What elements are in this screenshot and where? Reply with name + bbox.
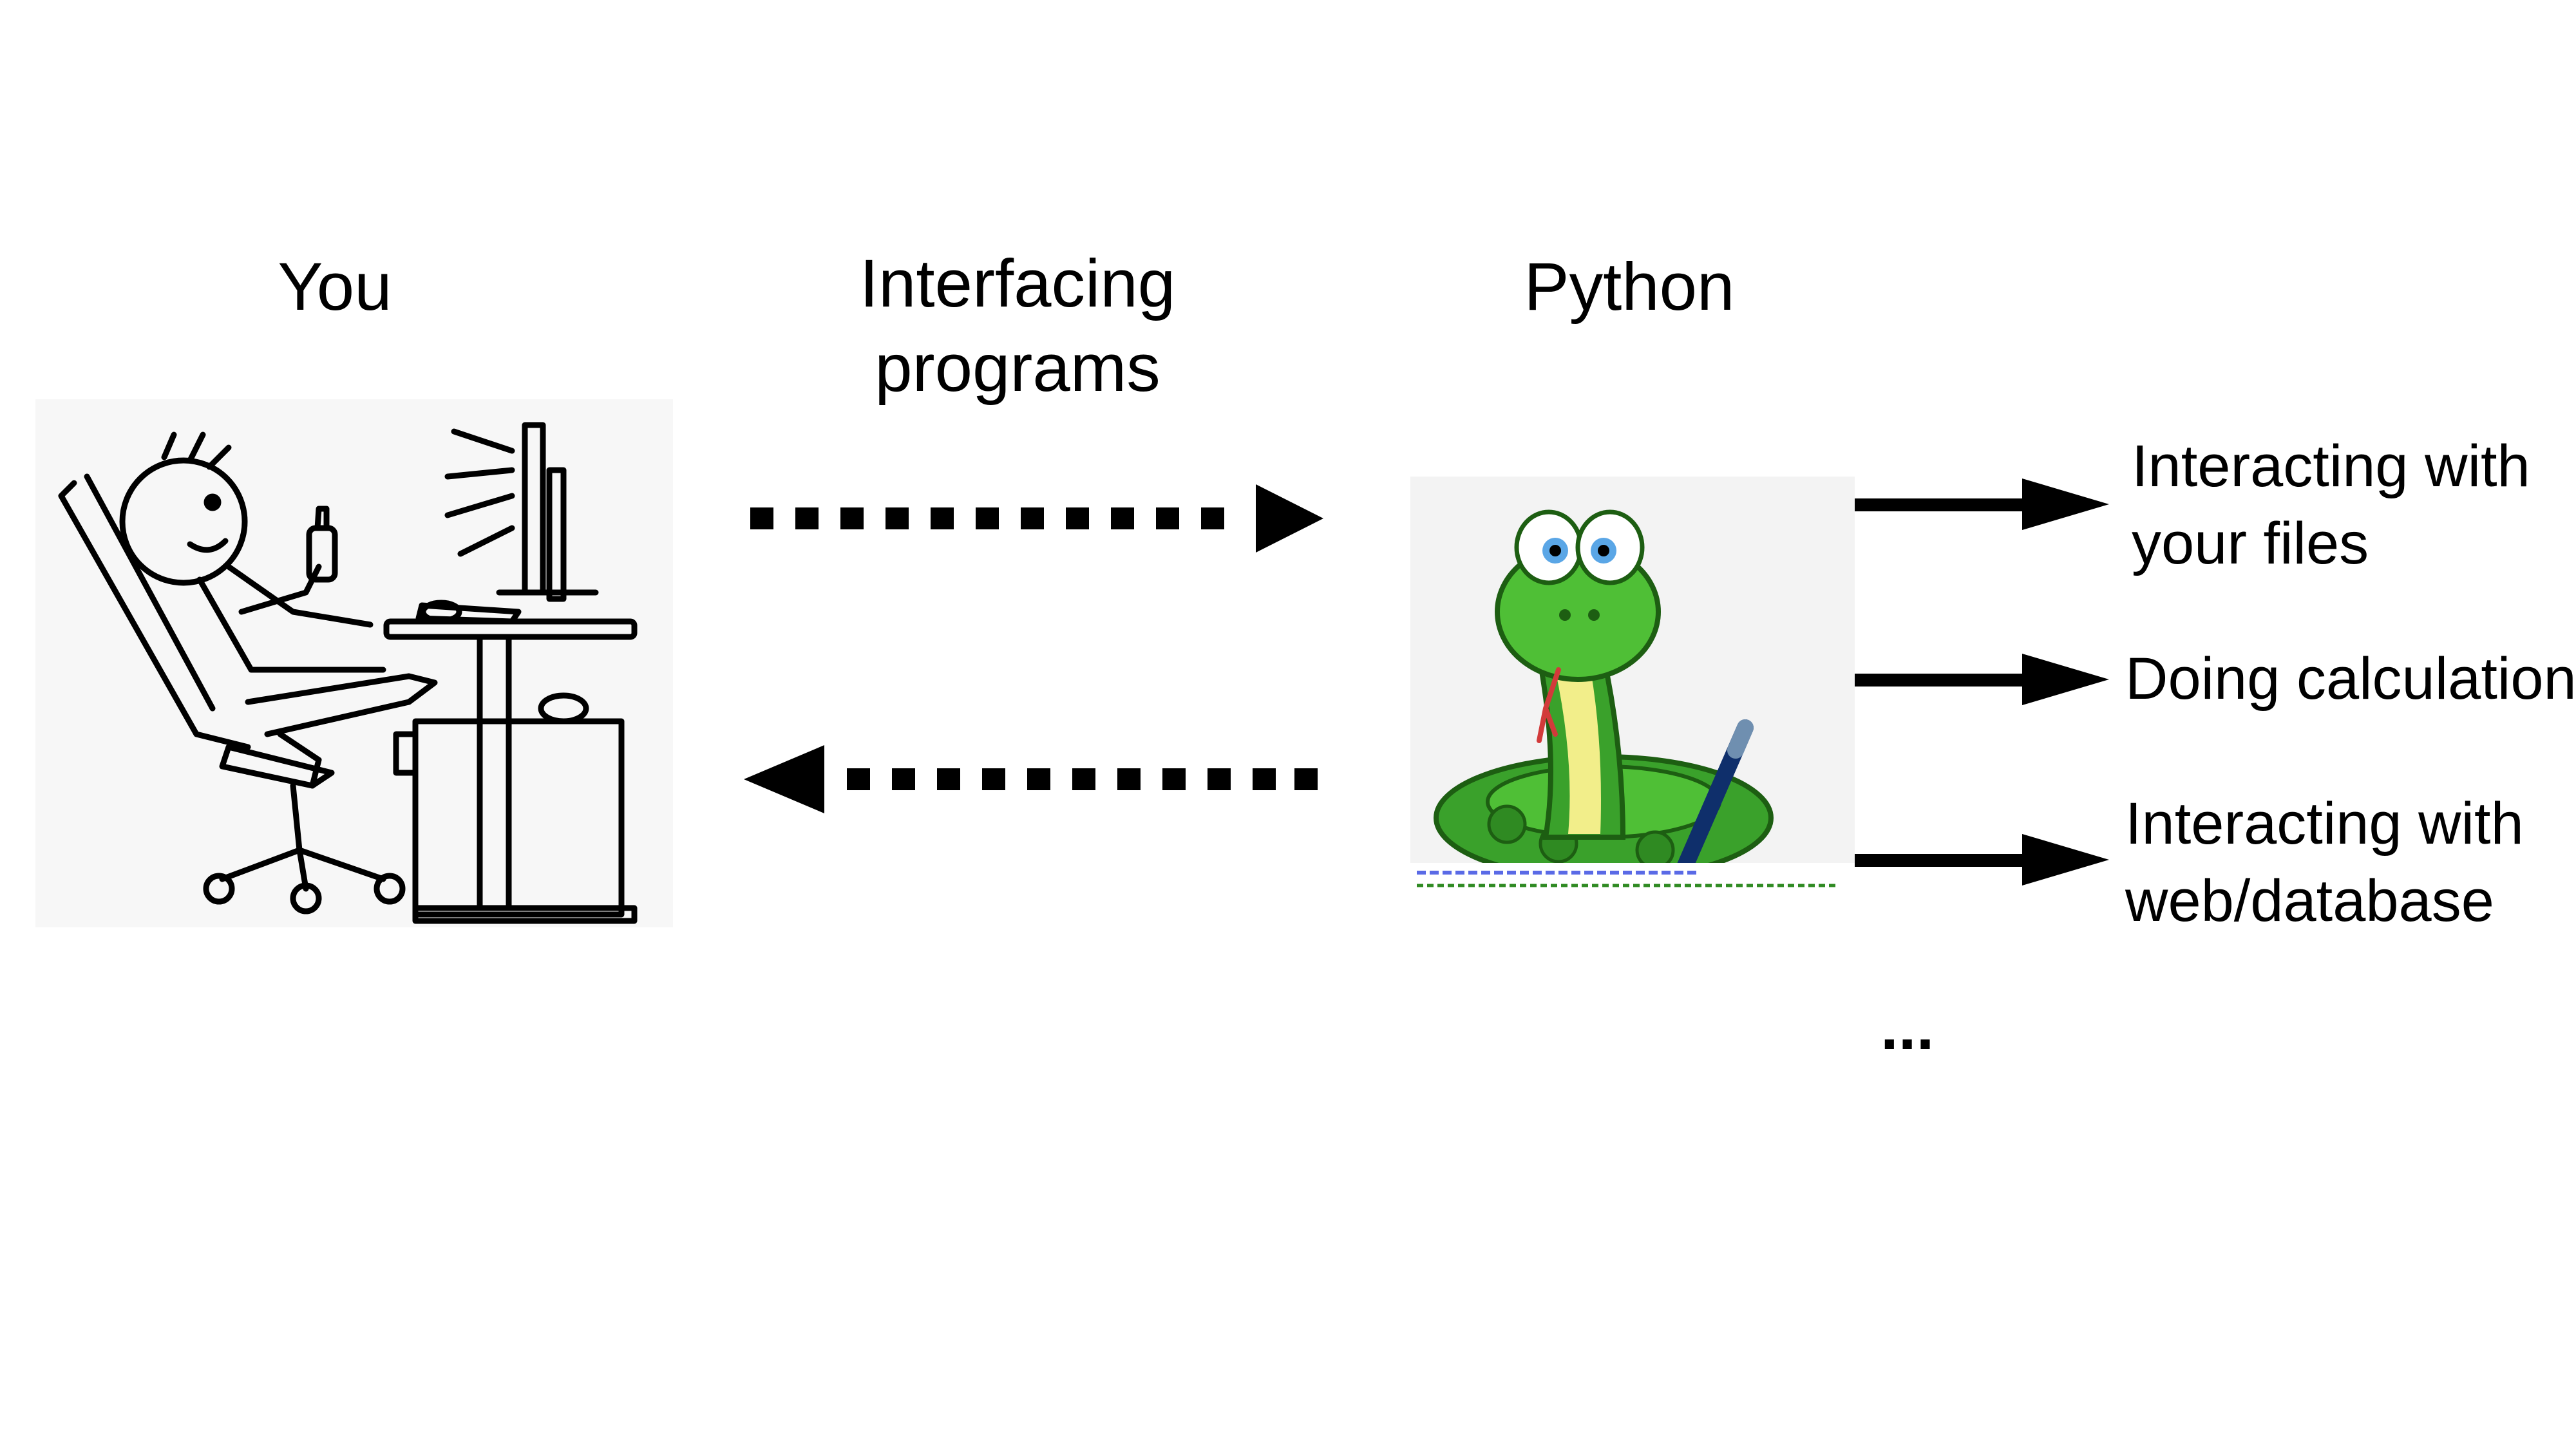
python-illustration (1410, 477, 1855, 895)
output-label-web-line1: Interacting with (2125, 791, 2524, 857)
interfacing-label-line1: Interfacing (859, 246, 1176, 321)
arrow-right-icon (1855, 654, 2109, 705)
dotted-arrow-left-icon (744, 745, 1318, 813)
output-arrow-3 (1855, 831, 2112, 889)
person-at-computer-icon (58, 422, 638, 924)
output-label-files-line2: your files (2132, 510, 2369, 576)
output-label-calculation: Doing calculation (2125, 641, 2576, 718)
output-label-calculation-line1: Doing calculation (2125, 646, 2576, 712)
arrow-right-icon (1855, 478, 2109, 530)
output-label-web: Interacting with web/database (2125, 786, 2524, 940)
output-label-files: Interacting with your files (2132, 428, 2530, 582)
interfacing-label-line2: programs (875, 330, 1160, 406)
python-label: Python (1524, 249, 1735, 325)
output-label-files-line1: Interacting with (2132, 433, 2530, 499)
arrow-to-python (747, 483, 1327, 554)
ellipsis: ... (1880, 991, 1935, 1063)
arrow-right-icon (1855, 834, 2109, 886)
you-label: You (278, 249, 392, 325)
dotted-arrow-right-icon (750, 484, 1323, 553)
arrow-to-you (741, 744, 1320, 815)
you-illustration (35, 399, 673, 927)
snake-mascot-icon (1410, 509, 1855, 895)
output-arrow-1 (1855, 475, 2112, 533)
output-arrow-2 (1855, 650, 2112, 708)
interfacing-label: Interfacing programs (805, 242, 1230, 411)
output-label-web-line2: web/database (2125, 867, 2494, 934)
